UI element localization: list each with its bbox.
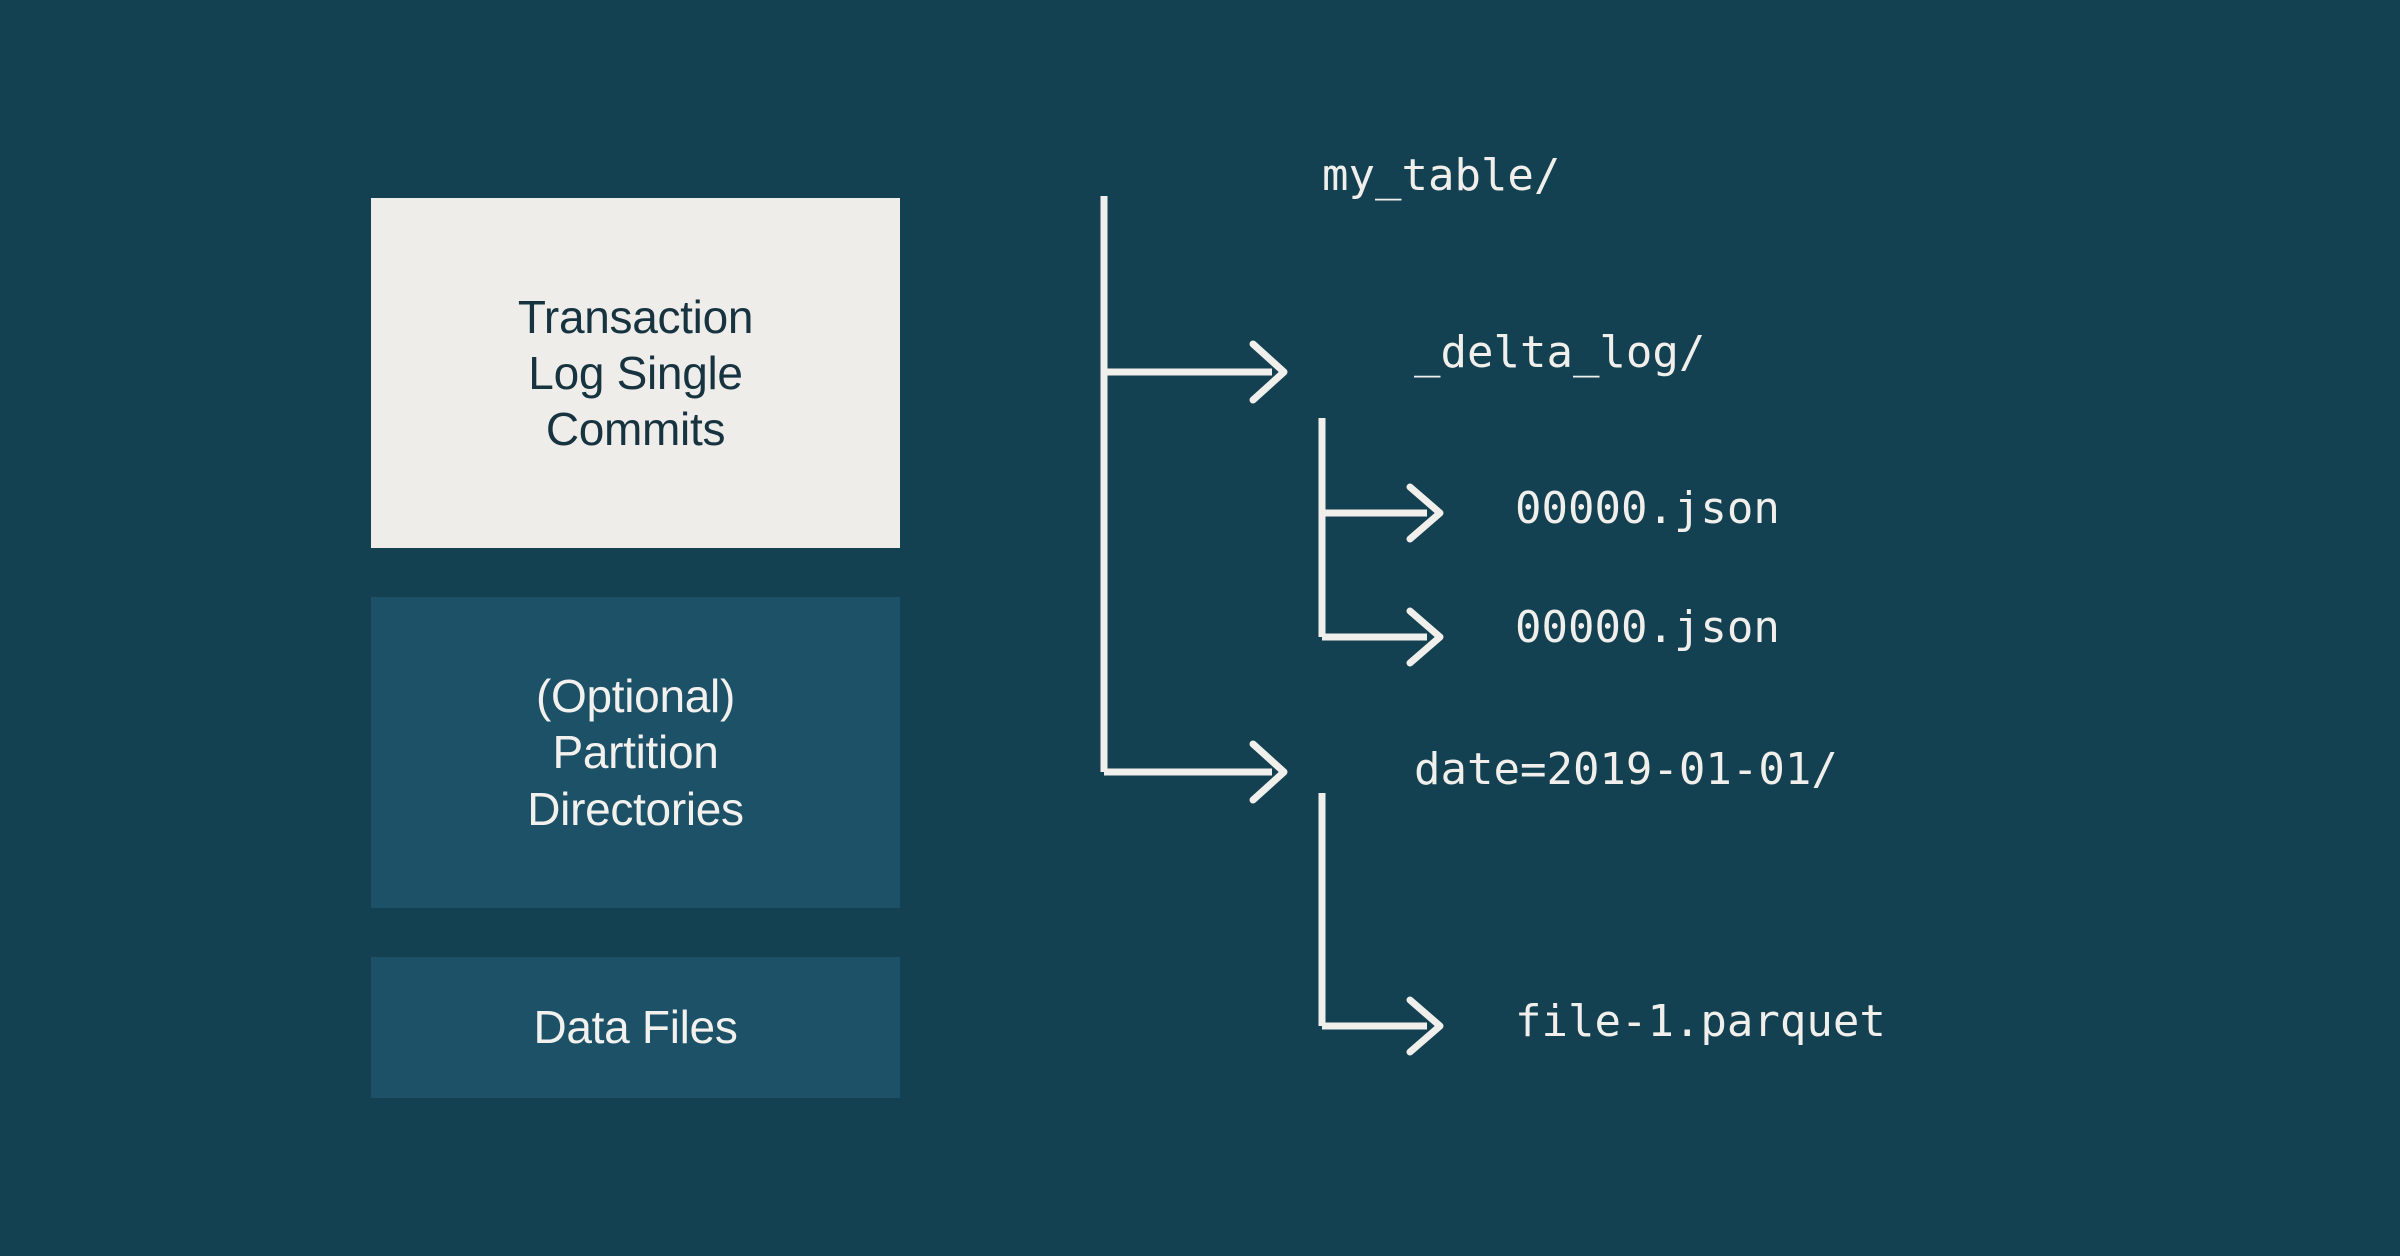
arrow-head-json-1 (1406, 607, 1444, 667)
legend-label-transaction-log: Transaction Log Single Commits (517, 290, 754, 456)
tree-node-json-0: 00000.json (1515, 483, 1780, 534)
arrow-head-json-0 (1406, 483, 1444, 543)
arrow-head-date-partition (1249, 740, 1288, 804)
tree-node-delta-log: _delta_log/ (1414, 327, 1706, 378)
tree-node-date-partition: date=2019-01-01/ (1414, 744, 1838, 795)
legend-box-partition-directories: (Optional) Partition Directories (371, 597, 900, 908)
tree-node-my-table: my_table/ (1322, 150, 1561, 201)
legend-box-transaction-log: Transaction Log Single Commits (371, 198, 900, 548)
tree-node-json-1: 00000.json (1515, 602, 1780, 653)
legend-label-partition-directories: (Optional) Partition Directories (527, 670, 744, 835)
arrow-head-parquet (1406, 996, 1444, 1056)
legend-box-data-files: Data Files (371, 957, 900, 1098)
legend-label-data-files: Data Files (533, 1001, 738, 1054)
tree-node-parquet: file-1.parquet (1515, 996, 1886, 1047)
arrow-head-delta-log (1249, 340, 1288, 404)
